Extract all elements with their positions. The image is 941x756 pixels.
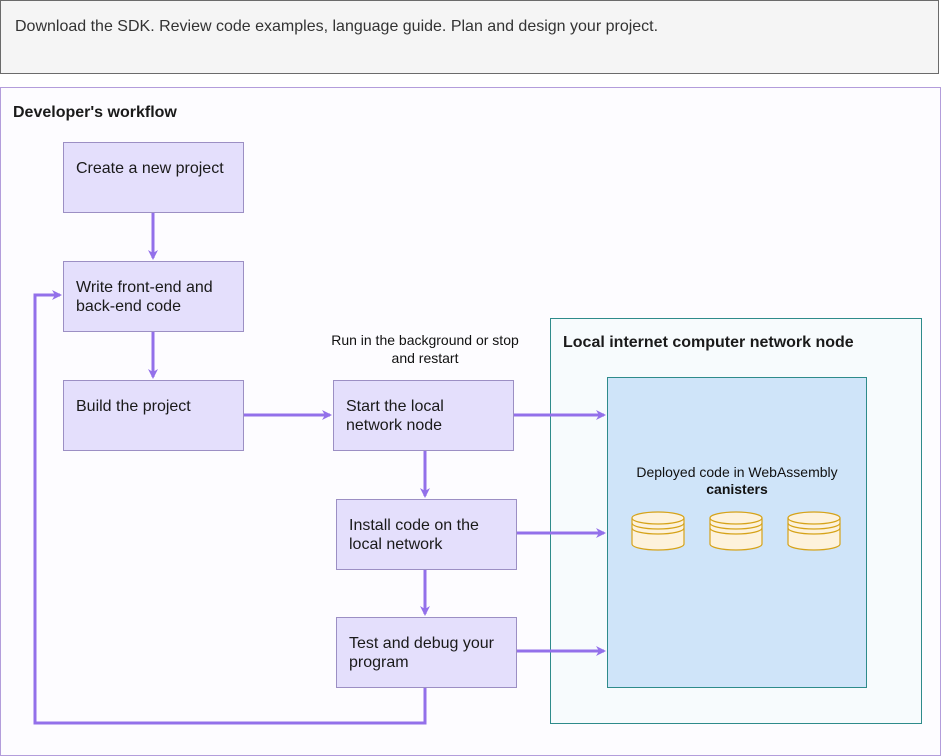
step-build-project-label: Build the project — [76, 398, 191, 415]
step-test-debug-label: Test and debug your program — [349, 635, 494, 671]
workflow-title: Developer's workflow — [13, 104, 177, 121]
step-write-code-label: Write front-end and back-end code — [76, 279, 213, 315]
step-write-code: Write front-end and back-end code — [63, 261, 244, 332]
step-install-code: Install code on the local network — [336, 499, 517, 570]
intro-banner-text: Download the SDK. Review code examples, … — [15, 18, 659, 35]
canisters-label: canisters — [706, 481, 768, 497]
intro-banner: Download the SDK. Review code examples, … — [0, 0, 939, 74]
canister-icons — [631, 511, 841, 551]
step-test-debug: Test and debug your program — [336, 617, 517, 688]
canister-icon — [631, 511, 685, 551]
step-start-node: Start the local network node — [333, 380, 514, 451]
step-build-project: Build the project — [63, 380, 244, 451]
step-create-project: Create a new project — [63, 142, 244, 213]
deployed-code-text: Deployed code in WebAssembly — [636, 464, 838, 480]
step-create-project-label: Create a new project — [76, 160, 224, 177]
local-network-node-title: Local internet computer network node — [563, 334, 854, 351]
background-note: Run in the background or stop and restar… — [331, 332, 519, 366]
arrow-loop-back-to-write — [33, 290, 427, 725]
step-install-code-label: Install code on the local network — [349, 517, 479, 553]
deployed-code-label: Deployed code in WebAssembly canisters — [607, 464, 867, 498]
step-start-node-label: Start the local network node — [346, 398, 444, 434]
canister-icon — [787, 511, 841, 551]
canister-icon — [709, 511, 763, 551]
